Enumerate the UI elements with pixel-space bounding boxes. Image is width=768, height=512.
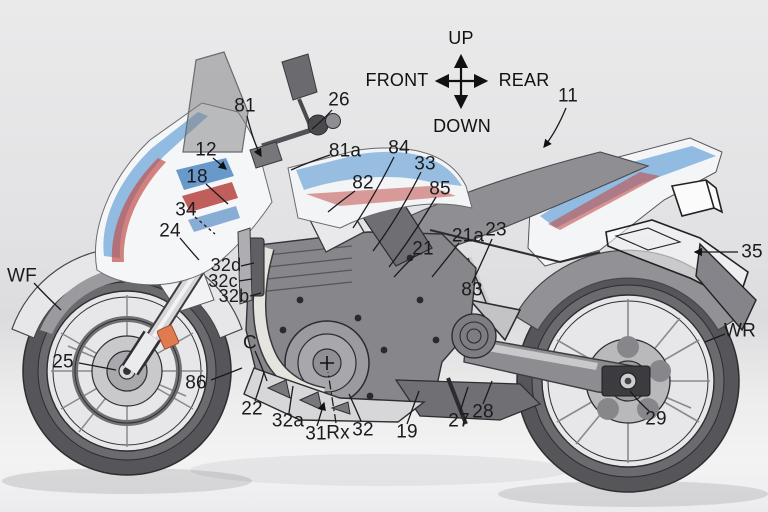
ref-label-18: 18	[186, 166, 208, 188]
ref-label-31: 31	[305, 423, 327, 445]
leader-lines	[33, 107, 738, 427]
compass-up-label: UP	[448, 28, 474, 48]
ref-label-32d: 32d	[210, 255, 242, 275]
ref-label-29: 29	[645, 408, 667, 430]
ref-label-81: 81	[234, 95, 256, 117]
ref-label-85: 85	[429, 178, 451, 200]
compass-rear-label: REAR	[498, 70, 550, 90]
ref-label-wr: WR	[723, 320, 757, 342]
ref-label-wf: WF	[7, 265, 37, 287]
ref-label-81a: 81a	[328, 140, 362, 162]
ref-label-21: 21	[412, 238, 434, 260]
ref-label-rx: Rx	[326, 422, 350, 444]
compass-arrows	[434, 53, 489, 110]
floor-shadows	[2, 454, 768, 507]
swingarm	[463, 335, 651, 397]
ref-label-25: 25	[52, 351, 74, 373]
ref-label-83: 83	[461, 279, 483, 301]
ref-label-23: 23	[485, 219, 507, 241]
ref-label-26: 26	[328, 89, 350, 111]
ref-label-21a: 21a	[451, 225, 485, 247]
rear-fender-outline	[605, 219, 757, 332]
ref-label-22: 22	[241, 398, 263, 420]
ref-label-28: 28	[472, 401, 494, 423]
ref-label-35: 35	[741, 241, 763, 263]
windscreen	[182, 51, 249, 153]
mirror-and-handlebar	[249, 53, 341, 169]
compass-down-label: DOWN	[433, 116, 491, 136]
ref-label-82: 82	[352, 172, 374, 194]
ref-label-27: 27	[448, 410, 470, 432]
compass-front-label: FRONT	[365, 70, 429, 90]
ref-label-86: 86	[185, 372, 207, 394]
tail-section	[527, 137, 724, 267]
ref-label-33: 33	[414, 153, 436, 175]
ref-label-32a: 32a	[271, 410, 305, 432]
ref-label-12: 12	[195, 139, 217, 161]
ref-label-c: C	[243, 332, 257, 354]
fork-reflector	[156, 324, 180, 350]
ref-label-84: 84	[388, 137, 410, 159]
ref-label-19: 19	[396, 421, 418, 443]
ref-label-24: 24	[159, 220, 181, 242]
fuel-tank-shroud	[287, 147, 473, 229]
ref-label-11: 11	[557, 85, 579, 107]
ref-label-32c: 32c	[208, 271, 238, 291]
ref-label-32: 32	[352, 419, 374, 441]
ref-label-34: 34	[175, 199, 197, 221]
ref-label-32b: 32b	[218, 286, 250, 306]
radiator-area	[237, 227, 265, 305]
